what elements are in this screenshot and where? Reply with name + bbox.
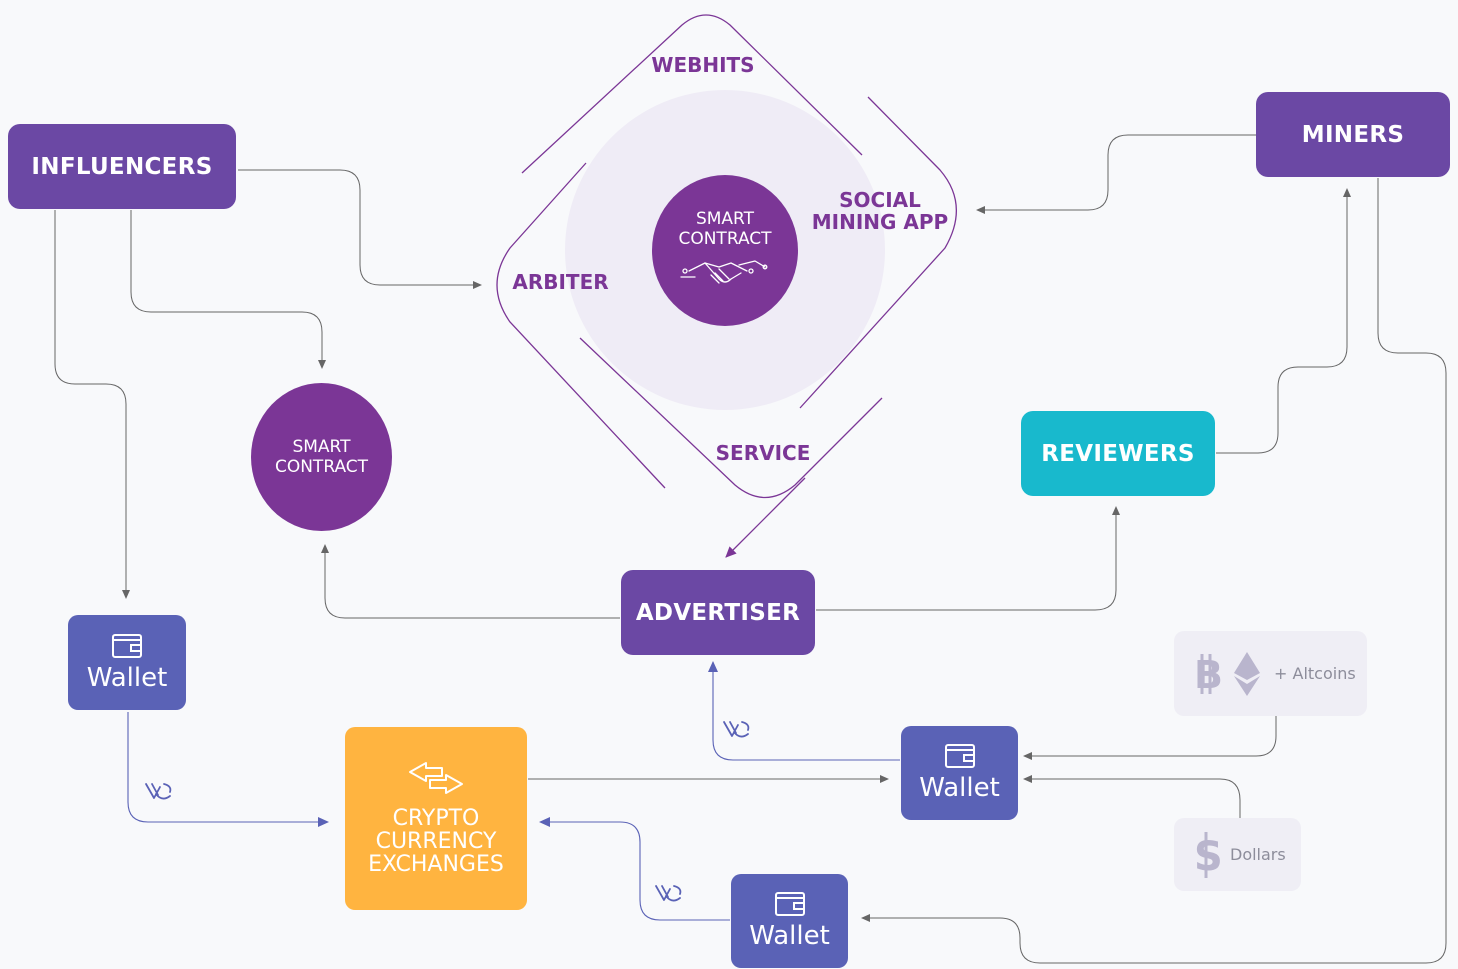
wallet-right-label: Wallet: [919, 773, 1000, 803]
wallet-left-label: Wallet: [86, 662, 168, 693]
label-social-line1: SOCIAL: [839, 188, 921, 212]
wallet-bottom[interactable]: Wallet: [731, 874, 848, 968]
label-social-line2: MINING APP: [811, 210, 949, 234]
svg-text:S: S: [1194, 834, 1222, 878]
dollars-label: Dollars: [1230, 845, 1286, 864]
reviewers-node[interactable]: REVIEWERS: [1021, 411, 1215, 496]
bitcoin-icon: B: [1194, 653, 1223, 696]
wallet-bottom-label: Wallet: [749, 921, 830, 951]
dollar-icon: S: [1194, 831, 1222, 878]
label-arbiter: ARBITER: [512, 270, 609, 294]
wallet-right[interactable]: Wallet: [901, 726, 1018, 820]
smart-contract-left-line2: CONTRACT: [274, 457, 369, 477]
altcoins-label: + Altcoins: [1274, 664, 1356, 683]
influencers-node[interactable]: INFLUENCERS: [8, 124, 236, 209]
token-icon-3: [655, 885, 682, 902]
wallet-left[interactable]: Wallet: [68, 615, 186, 710]
smart-contract-left-line1: SMART: [292, 437, 351, 457]
label-service: SERVICE: [715, 441, 811, 465]
wallet-icon: [774, 892, 805, 916]
smart-contract-left[interactable]: SMART CONTRACT: [251, 383, 392, 531]
exchange-line1: CRYPTO: [392, 806, 480, 831]
label-social-mining-app: SOCIAL MINING APP: [800, 189, 960, 233]
wallet-icon: [944, 744, 975, 768]
smart-contract-central-line1: SMART: [695, 208, 755, 229]
smart-contract-central[interactable]: SMART CONTRACT: [652, 175, 798, 326]
altcoins-card: B + Altcoins: [1174, 631, 1367, 716]
advertiser-node[interactable]: ADVERTISER: [621, 570, 815, 655]
dollars-card: S Dollars: [1174, 818, 1301, 891]
ethereum-icon: [1234, 651, 1260, 696]
handshake-icon: [680, 259, 768, 284]
token-icon-2: [723, 721, 750, 738]
crypto-exchange-node[interactable]: CRYPTO CURRENCY EXCHANGES: [345, 727, 527, 910]
token-icon-1: [145, 783, 172, 800]
svg-text:B: B: [1194, 653, 1223, 696]
exchange-line3: EXCHANGES: [368, 852, 504, 877]
wallet-icon: [112, 633, 142, 658]
miners-node[interactable]: MINERS: [1256, 92, 1450, 177]
exchange-line2: CURRENCY: [375, 829, 497, 854]
label-webhits: WEBHITS: [651, 53, 755, 77]
exchange-arrows-icon: [409, 762, 463, 794]
smart-contract-central-line2: CONTRACT: [678, 228, 772, 249]
